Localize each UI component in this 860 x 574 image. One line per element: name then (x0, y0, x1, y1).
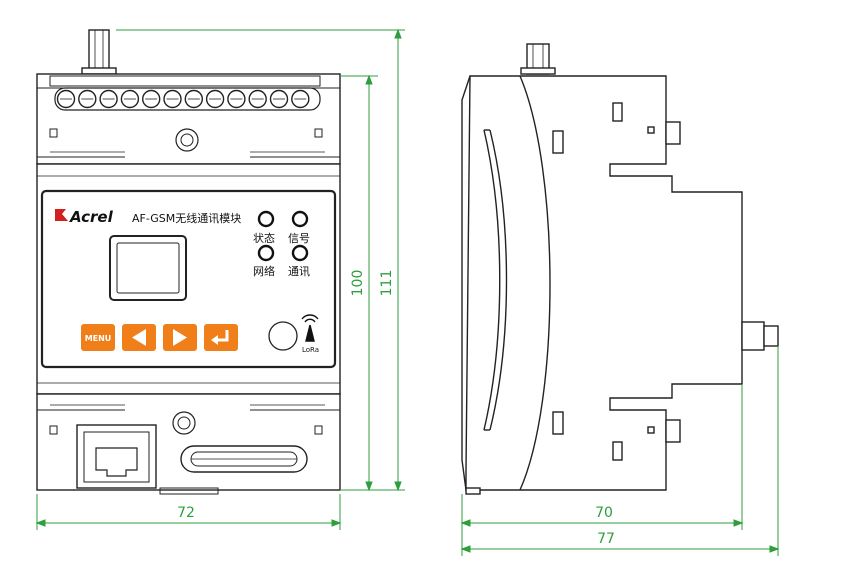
indicator-label-network: 网络 (253, 264, 275, 278)
menu-button[interactable] (81, 324, 115, 351)
enter-icon (217, 330, 229, 342)
dim-front-height-inner: 100 (350, 270, 366, 297)
mount-screw-top (175, 128, 199, 152)
front-body (36, 163, 341, 395)
terminal-screw (120, 89, 140, 109)
dim-front-height-outer: 111 (379, 270, 395, 297)
button-row: MENU (81, 324, 238, 351)
dim-side-depth-outer: 77 (597, 531, 615, 547)
terminal-screw (56, 89, 76, 109)
enter-button[interactable] (204, 324, 238, 351)
model-label: AF-GSM无线通讯模块 (132, 211, 241, 225)
terminal-screw (291, 89, 310, 109)
bottom-housing (36, 393, 341, 495)
terminal-screw (227, 89, 246, 109)
brand-name: Acrel (69, 208, 114, 226)
indicator-group (257, 210, 309, 262)
rj45-port (76, 424, 157, 489)
top-terminal-housing (36, 73, 341, 165)
left-arrow-icon (132, 329, 146, 346)
dim-front-width: 72 (177, 505, 195, 521)
led-network (257, 244, 275, 262)
lora-pair-button[interactable] (268, 321, 298, 351)
terminal-screw-row (54, 87, 321, 111)
terminal-screw (78, 89, 97, 109)
brand-logo (55, 209, 68, 221)
led-comm (291, 244, 309, 262)
dim-side-depth-inner: 70 (595, 505, 613, 521)
terminal-screw (99, 89, 118, 109)
led-signal (291, 210, 309, 228)
terminal-screw (184, 89, 204, 109)
terminal-screw (248, 89, 267, 109)
right-arrow-icon (173, 329, 187, 346)
indicator-label-signal: 信号 (288, 232, 310, 245)
dimension-lines (35, 28, 780, 556)
lcd-display (109, 235, 187, 301)
terminal-screw (163, 89, 182, 109)
terminal-screw (205, 89, 225, 109)
indicator-label-status: 状态 (253, 231, 275, 245)
terminal-screw (141, 89, 161, 109)
mount-screw-bottom (172, 411, 196, 435)
bottom-slot (180, 445, 308, 473)
front-view (36, 29, 341, 495)
indicator-label-comm: 通讯 (288, 265, 310, 278)
led-status (257, 210, 275, 228)
side-view (461, 43, 779, 495)
terminal-screw (269, 89, 289, 109)
antenna-connector (81, 29, 117, 75)
menu-button-label: MENU (85, 334, 112, 343)
lora-label: LoRa (302, 346, 319, 354)
wireless-icon (301, 314, 319, 342)
